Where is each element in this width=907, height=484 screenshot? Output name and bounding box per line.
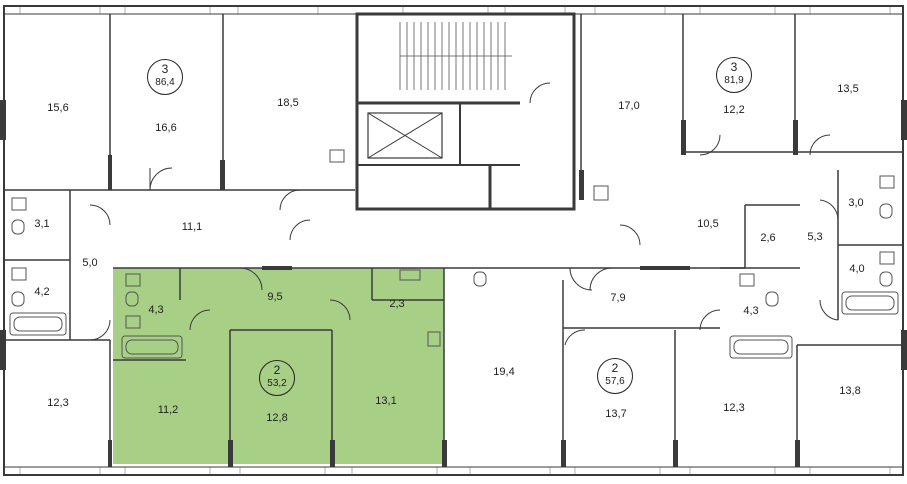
apartment-badge-3-rooms[interactable]: 3 86,4 — [147, 59, 183, 95]
room-area-label: 11,2 — [157, 404, 179, 416]
bathroom-fixtures — [9, 149, 899, 359]
room-area-label: 4,3 — [743, 305, 759, 317]
room-area-label: 12,3 — [47, 397, 69, 409]
room-area-label: 13,1 — [375, 395, 397, 407]
badge-rooms: 2 — [611, 361, 619, 375]
outer-piers — [0, 100, 907, 370]
room-area-label: 16,6 — [155, 122, 177, 134]
badge-rooms: 3 — [730, 60, 738, 74]
room-area-label: 5,0 — [82, 257, 98, 269]
apartment-boundaries — [108, 120, 800, 467]
room-area-label: 13,7 — [605, 408, 627, 420]
door-swings — [89, 82, 839, 346]
room-area-label: 4,2 — [34, 286, 50, 298]
room-area-label: 12,8 — [266, 412, 288, 424]
room-area-label: 13,8 — [839, 385, 861, 397]
badge-rooms: 2 — [273, 363, 281, 377]
room-area-label: 18,5 — [277, 97, 299, 109]
room-area-label: 9,5 — [267, 291, 283, 303]
room-area-label: 13,5 — [837, 83, 859, 95]
room-area-label: 10,5 — [697, 218, 719, 230]
room-area-label: 4,3 — [148, 304, 164, 316]
room-area-label: 3,0 — [848, 197, 864, 209]
room-area-label: 7,9 — [610, 292, 626, 304]
room-area-label: 19,4 — [493, 366, 515, 378]
room-area-label: 2,6 — [760, 232, 776, 244]
room-area-label: 17,0 — [618, 100, 640, 112]
room-area-label: 3,1 — [34, 218, 50, 230]
room-area-label: 12,3 — [723, 402, 745, 414]
badge-area: 53,2 — [267, 378, 287, 389]
room-area-label: 15,6 — [47, 102, 69, 114]
apartment-badge-3-rooms-east[interactable]: 3 81,9 — [716, 57, 752, 93]
core-walls — [355, 12, 576, 211]
room-area-label: 11,1 — [181, 221, 203, 233]
room-area-label: 12,2 — [723, 104, 745, 116]
badge-area: 86,4 — [155, 77, 175, 88]
badge-area: 81,9 — [724, 75, 744, 86]
badge-area: 57,6 — [605, 376, 625, 387]
room-area-label: 5,3 — [807, 231, 823, 243]
apartment-badge-2-rooms-highlighted[interactable]: 2 53,2 — [259, 360, 295, 396]
bottom-windows — [19, 466, 891, 476]
interior-walls — [4, 14, 903, 467]
room-area-label: 2,3 — [389, 298, 405, 310]
room-area-label: 4,0 — [849, 263, 865, 275]
badge-rooms: 3 — [161, 62, 169, 76]
apartment-badge-2-rooms[interactable]: 2 57,6 — [597, 358, 633, 394]
stair-steps — [399, 22, 512, 90]
